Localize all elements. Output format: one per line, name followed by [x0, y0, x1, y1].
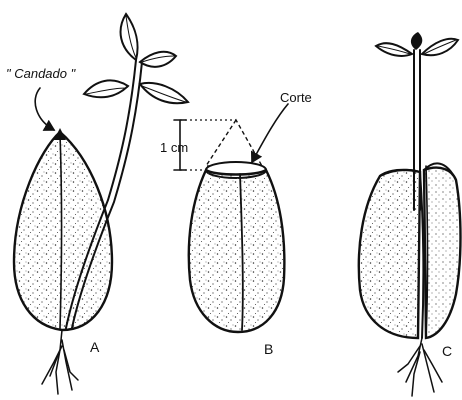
seed-b-body — [189, 170, 285, 332]
panel-c-seed: C — [359, 32, 461, 396]
corte-arrow — [252, 104, 288, 162]
seed-a-body — [14, 132, 112, 330]
seed-a-leaves — [84, 14, 188, 103]
label-corte: Corte — [280, 90, 312, 105]
seed-c-left-half — [359, 170, 420, 338]
seed-c-right-half — [424, 168, 461, 338]
label-panel-c: C — [442, 343, 452, 359]
seed-a-roots — [42, 330, 78, 394]
panel-b-seed: 1 cm Corte B — [160, 90, 312, 357]
seed-c-leaves — [376, 32, 458, 56]
label-height: 1 cm — [160, 140, 188, 155]
label-candado: " Candado " — [6, 66, 77, 81]
label-panel-a: A — [90, 339, 100, 355]
label-panel-b: B — [264, 341, 273, 357]
candado-arrow — [35, 88, 54, 130]
panel-a-seed: " Candado " A — [6, 14, 188, 394]
seed-c-roots — [398, 338, 442, 396]
